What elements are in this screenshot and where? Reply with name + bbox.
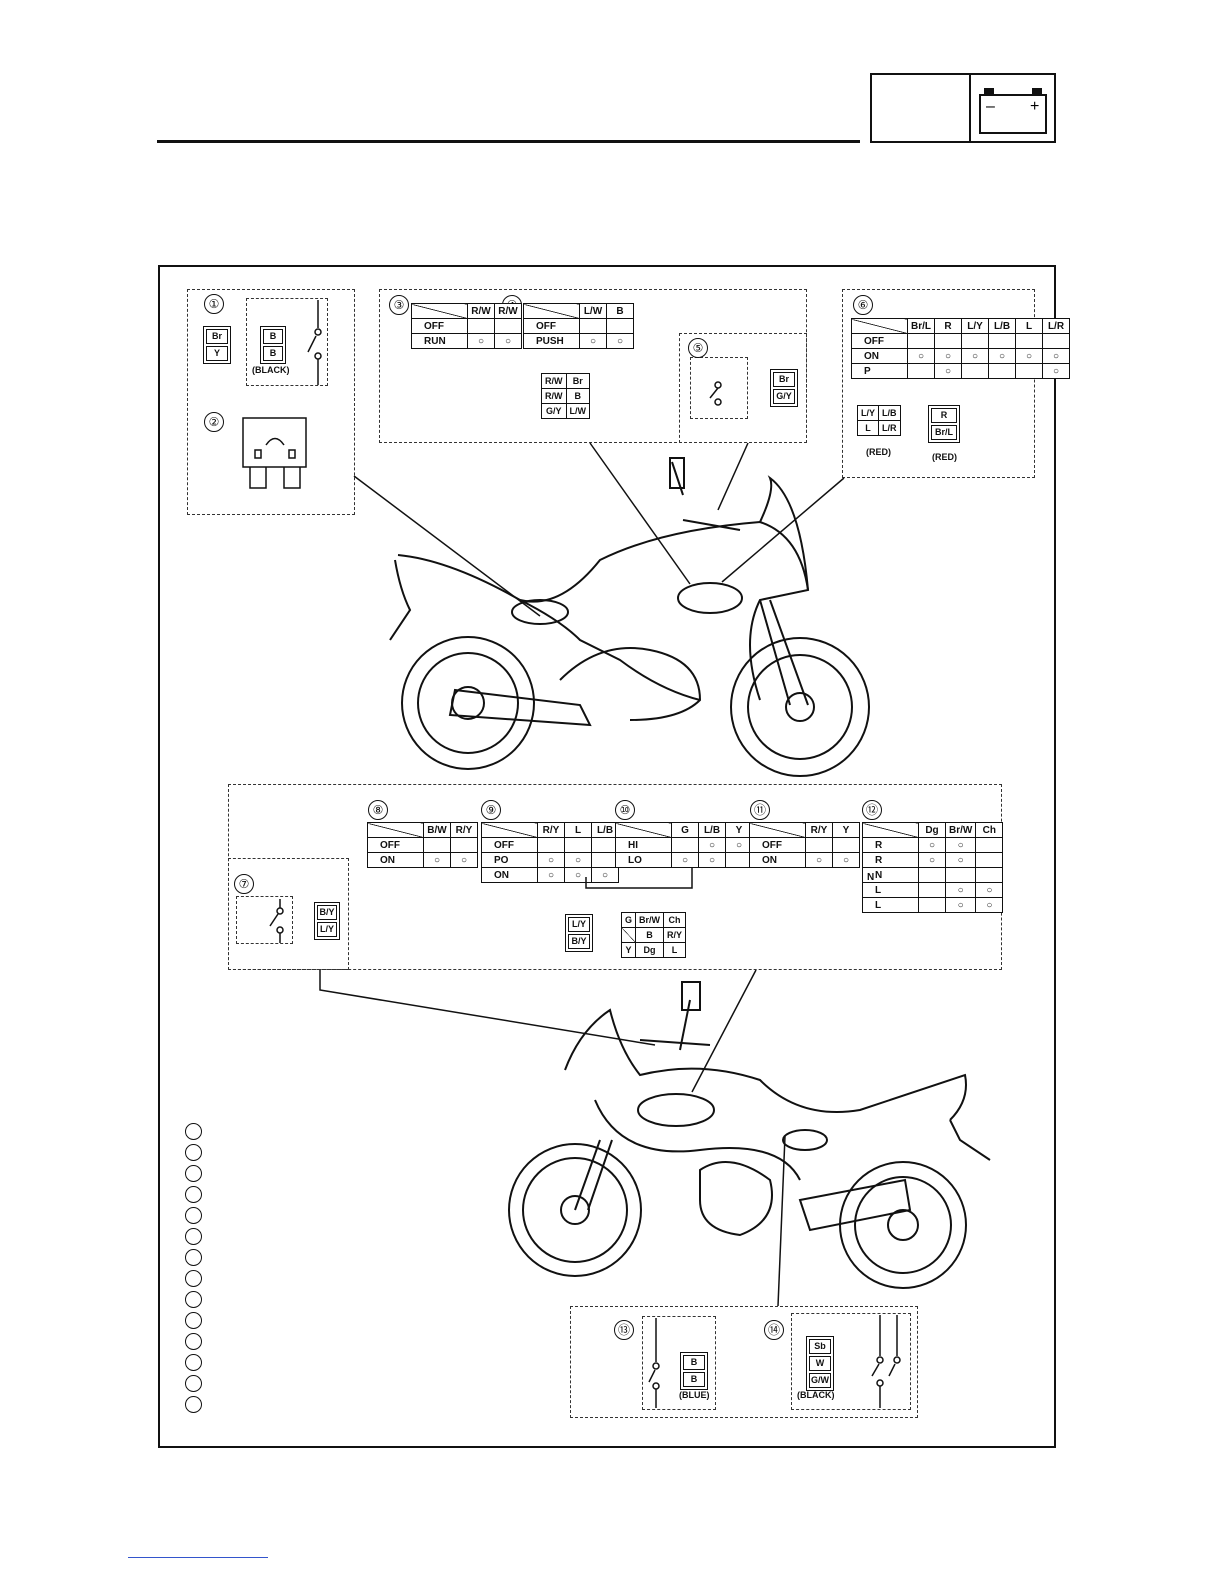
svg-text:+: + — [1030, 98, 1039, 115]
callout-1: ① — [204, 294, 224, 314]
group-6 — [842, 289, 1035, 478]
group-7 — [228, 858, 349, 970]
motorcycle-right-view — [389, 457, 870, 777]
group-1-switch — [246, 298, 328, 386]
item6-caption-a: (RED) — [866, 447, 891, 457]
callout-8: ⑧ — [368, 800, 388, 820]
callout-7: ⑦ — [234, 874, 254, 894]
group-14 — [791, 1313, 911, 1410]
motorcycle-left-view — [508, 981, 991, 1289]
item12-group-label: N — [867, 872, 875, 883]
callout-3: ③ — [389, 295, 409, 315]
svg-text:–: – — [986, 98, 995, 115]
callout-10: ⑩ — [615, 800, 635, 820]
callout-2: ② — [204, 412, 224, 432]
item1-caption: (BLACK) — [252, 365, 290, 375]
callout-11: ⑪ — [750, 800, 770, 820]
item14-caption: (BLACK) — [797, 1390, 835, 1400]
group-1-2 — [187, 289, 355, 515]
header-rule — [157, 140, 860, 143]
group-13 — [642, 1316, 716, 1410]
item13-caption: (BLUE) — [679, 1390, 710, 1400]
callout-5: ⑤ — [688, 338, 708, 358]
fuse-icon — [242, 417, 307, 489]
item9-10-link — [585, 868, 693, 889]
group-5-switch — [690, 357, 748, 419]
item7-switch-icon — [269, 899, 284, 943]
item6-caption-b: (RED) — [932, 452, 957, 462]
callout-12: ⑫ — [862, 800, 882, 820]
item5-switch-icon — [709, 381, 722, 406]
group-13-14 — [570, 1306, 918, 1418]
item14-switch-icon — [871, 1315, 901, 1408]
group-5 — [679, 333, 807, 443]
item1-switch-icon — [307, 300, 322, 385]
callout-6: ⑥ — [853, 295, 873, 315]
group-7-switch — [236, 896, 293, 944]
item13-switch-icon — [648, 1318, 660, 1408]
callout-13: ⑬ — [614, 1320, 634, 1340]
callout-9: ⑨ — [481, 800, 501, 820]
header-section-box: – + — [870, 73, 1056, 143]
callout-14: ⑭ — [764, 1320, 784, 1340]
diagram-frame — [158, 265, 1056, 1448]
battery-icon: – + — [979, 88, 1047, 134]
footer-link-underline[interactable] — [128, 1557, 268, 1558]
